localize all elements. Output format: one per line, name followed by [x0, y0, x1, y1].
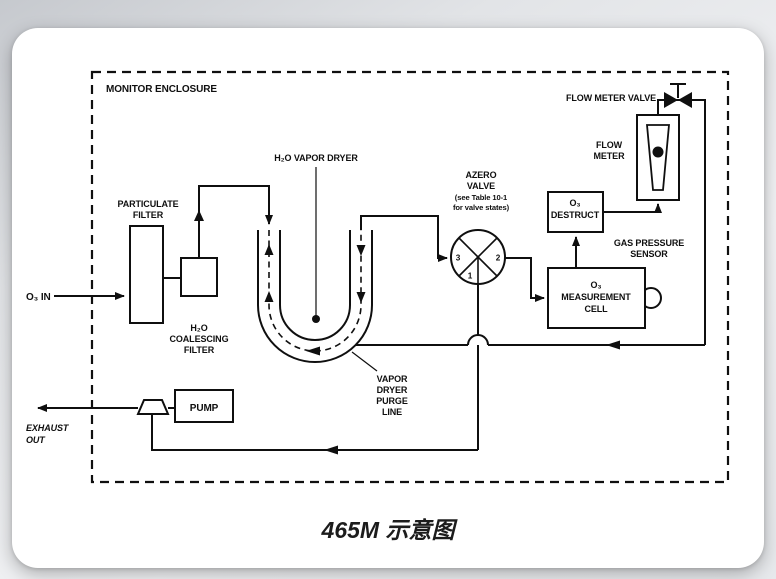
purge-arrow-down-icon [356, 292, 366, 303]
coalescing-filter-label: FILTER [184, 345, 215, 355]
valve-port-3: 3 [456, 254, 461, 263]
pump-box [174, 389, 234, 423]
monitor-enclosure-border [90, 70, 730, 484]
azero-valve-label: AZERO [465, 170, 496, 180]
purge-line-label: PURGE [376, 396, 408, 406]
dryer-to-valve-line [360, 215, 448, 262]
flow-arrows [194, 210, 620, 455]
vapor-dryer-tube [257, 167, 378, 372]
pump-label: PUMP [190, 403, 219, 414]
valve-port-2: 2 [496, 254, 501, 263]
o3-destruct-label: DESTRUCT [551, 210, 600, 220]
o3-destruct-label: O₃ [570, 198, 581, 208]
azero-valve-note: (see Table 10-1 [455, 193, 508, 202]
left-arrow-icon [324, 445, 338, 455]
azero-valve-symbol: 3 2 1 [450, 229, 506, 285]
coalescer-to-dryer-line [198, 185, 273, 258]
purge-label-pointer [351, 351, 378, 372]
diagram-caption: 465M 示意图 [321, 517, 455, 543]
exhaust-tee-fitting [136, 399, 170, 415]
flow-meter-valve-icon [664, 83, 692, 108]
particulate-filter-label: FILTER [133, 210, 164, 220]
coalescing-filter-label: COALESCING [169, 334, 228, 344]
up-arrow-icon [194, 210, 204, 221]
flow-meter-float-icon [652, 146, 664, 158]
dryer-pointer-dot [312, 315, 320, 323]
destruct-to-flowmeter-line [603, 203, 662, 213]
bottom-vent-line [151, 414, 478, 451]
purge-arrow-down-icon [356, 245, 366, 256]
purge-arrow-up-icon [264, 244, 274, 255]
labels: MONITOR ENCLOSURE O₃ IN PARTICULATE FILT… [26, 84, 684, 445]
dryer-inner-wall [279, 230, 351, 341]
monitor-enclosure-label: MONITOR ENCLOSURE [106, 84, 217, 95]
left-arrow-icon [606, 340, 620, 350]
purge-line-dashed [268, 230, 362, 352]
valve-port-1: 1 [468, 272, 473, 281]
measurement-cell-label: CELL [584, 304, 608, 314]
particulate-filter-box [129, 225, 164, 324]
measurement-cell-label: O₃ [591, 280, 602, 290]
purge-arrow-up-icon [264, 291, 274, 302]
o3-destruct-box [547, 191, 604, 233]
gas-pressure-sensor-label: SENSOR [630, 249, 668, 259]
flow-meter-tube [646, 124, 670, 191]
measurement-cell-label: MEASUREMENT [561, 292, 631, 302]
line-crossover-jump [467, 334, 489, 346]
purge-arrow-left-icon [306, 346, 320, 356]
flow-meter-label: FLOW [596, 140, 623, 150]
measurement-cell-box [547, 267, 646, 329]
purge-line-label: LINE [382, 407, 402, 417]
flow-meter-label: METER [593, 151, 625, 161]
purge-line-label: DRYER [377, 385, 408, 395]
particulate-filter-label: PARTICULATE [117, 199, 178, 209]
purge-line-label: VAPOR [377, 374, 408, 384]
dryer-outer-wall [257, 230, 373, 363]
valve-to-cell-line [505, 257, 545, 302]
o3-in-label: O₃ IN [26, 292, 51, 303]
flow-meter-valve-label: FLOW METER VALVE [566, 93, 656, 103]
vapor-dryer-label: H₂O VAPOR DRYER [274, 153, 358, 163]
azero-valve-note: for valve states) [453, 203, 510, 212]
exhaust-out-label: EXHAUST [26, 423, 70, 433]
azero-valve-label: VALVE [467, 181, 495, 191]
exhaust-out-label: OUT [26, 435, 46, 445]
coalescing-filter-box [180, 257, 218, 297]
coalescing-filter-label: H₂O [190, 323, 207, 333]
gas-pressure-sensor-label: GAS PRESSURE [614, 238, 684, 248]
components: 3 2 1 [129, 83, 692, 423]
